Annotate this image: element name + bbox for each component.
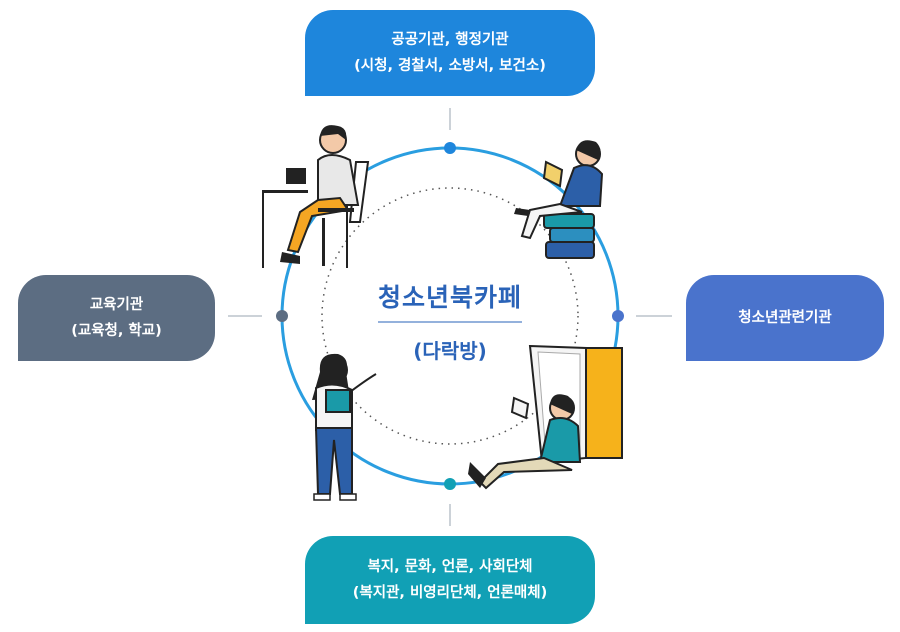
public-institutions-label: 공공기관, 행정기관 (391, 32, 509, 48)
welfare-culture-examples: (복지관, 비영리단체, 언론매체) (352, 585, 548, 601)
node-bottom (444, 478, 456, 490)
public-institutions-examples: (시청, 경찰서, 소방서, 보건소) (354, 58, 546, 74)
welfare-culture-box: 복지, 문화, 언론, 사회단체 (복지관, 비영리단체, 언론매체) (305, 536, 595, 624)
node-left (276, 310, 288, 322)
person-holding-book-illustration (312, 353, 377, 501)
youth-institutions-box: 청소년관련기관 (686, 275, 884, 361)
education-institutions-examples: (교육청, 학교) (71, 323, 162, 339)
center-title: 청소년북카페 (377, 283, 522, 312)
node-top (444, 142, 456, 154)
person-reading-at-desk-illustration (262, 125, 370, 268)
education-institutions-label: 교육기관 (89, 297, 144, 313)
public-institutions-box: 공공기관, 행정기관 (시청, 경찰서, 소방서, 보건소) (305, 10, 595, 96)
education-institutions-box: 교육기관 (교육청, 학교) (18, 275, 215, 361)
person-reading-on-books-illustration (514, 140, 604, 259)
person-sitting-by-book-illustration (468, 344, 623, 490)
node-right (612, 310, 624, 322)
inner-dotted-ring (321, 187, 579, 445)
welfare-culture-label: 복지, 문화, 언론, 사회단체 (367, 559, 533, 575)
youth-institutions-label: 청소년관련기관 (738, 310, 832, 326)
center-subtitle: (다락방) (413, 339, 487, 363)
